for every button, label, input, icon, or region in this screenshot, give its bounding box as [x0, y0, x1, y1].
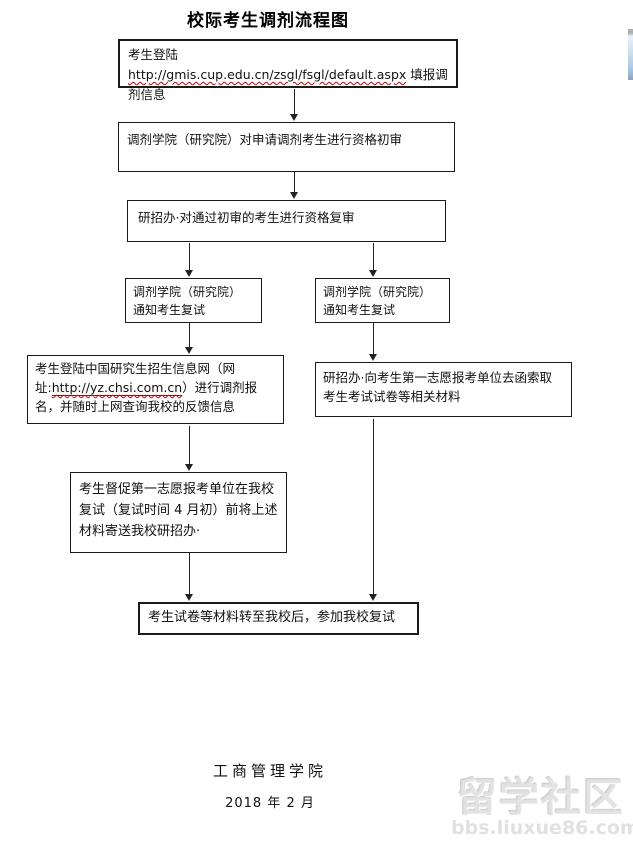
- box-final-text: 考生试卷等材料转至我校后，参加我校复试: [148, 610, 396, 625]
- box-initial-review-text: 调剂学院（研究院）对申请调剂考生进行资格初审: [127, 132, 403, 147]
- arrow-shaft: [373, 243, 374, 272]
- arrow-shaft: [373, 323, 374, 356]
- flow-box-urge: 考生督促第一志愿报考单位在我校复试（复试时间 4 月初）前将上述材料寄送我校研招…: [70, 472, 287, 553]
- flow-box-request-materials: 研招办·向考生第一志愿报考单位去函索取考生考试试卷等相关材料: [315, 362, 572, 417]
- scrollbar-thumb[interactable]: [628, 29, 633, 80]
- arrow-shaft: [294, 172, 295, 194]
- box-second-review-text: 研招办·对通过初审的考生进行资格复审: [138, 210, 355, 225]
- arrow-head-icon: [185, 270, 193, 277]
- arrow-head-icon: [290, 114, 298, 121]
- flow-arrow: [185, 243, 194, 277]
- arrow-shaft: [373, 419, 374, 596]
- box-register-prefix: 考生登陆中国研究生招生信息网（网址:: [35, 361, 236, 395]
- arrow-head-icon: [369, 270, 377, 277]
- notify-left-line1: 调剂学院（研究院）: [133, 285, 242, 299]
- flow-box-login: 考生登陆 http://gmis.cup.edu.cn/zsgl/fsgl/de…: [118, 39, 458, 102]
- footer-date: 2018 年 2 月: [225, 796, 315, 811]
- notify-right-line2: 通知考生复试: [323, 303, 396, 317]
- arrow-head-icon: [185, 594, 193, 601]
- arrow-head-icon: [185, 464, 193, 471]
- box-register-suffix: ）进行调剂报名，并随时上网查询我校的反馈信息: [35, 380, 258, 414]
- arrow-shaft: [189, 323, 190, 349]
- notify-right-line1: 调剂学院（研究院）: [323, 285, 432, 299]
- flow-arrow: [290, 89, 299, 121]
- flow-box-register: 考生登陆中国研究生招生信息网（网址:http://yz.chsi.com.cn）…: [27, 355, 284, 424]
- arrow-shaft: [294, 89, 295, 116]
- flow-box-notify-right: 调剂学院（研究院） 通知考生复试: [315, 278, 450, 323]
- flow-box-final: 考生试卷等材料转至我校后，参加我校复试: [138, 602, 419, 635]
- box-login-prefix: 考生登陆: [128, 47, 179, 62]
- box-urge-text: 考生督促第一志愿报考单位在我校复试（复试时间 4 月初）前将上述材料寄送我校研招…: [79, 482, 278, 539]
- flow-arrow: [185, 426, 194, 471]
- box-request-materials-text: 研招办·向考生第一志愿报考单位去函索取考生考试试卷等相关材料: [323, 370, 552, 404]
- flow-arrow: [290, 172, 299, 199]
- flow-arrow: [369, 323, 378, 361]
- footer-department: 工商管理学院: [212, 762, 327, 780]
- flow-arrow: [185, 323, 194, 354]
- page-title: 校际考生调剂流程图: [187, 11, 349, 31]
- flow-box-notify-left: 调剂学院（研究院） 通知考生复试: [125, 278, 262, 323]
- flow-box-second-review: 研招办·对通过初审的考生进行资格复审: [127, 200, 446, 242]
- arrow-head-icon: [185, 347, 193, 354]
- flow-arrow: [369, 243, 378, 277]
- arrow-head-icon: [290, 192, 298, 199]
- box-login-url[interactable]: http://gmis.cup.edu.cn/zsgl/fsgl/default…: [128, 67, 407, 82]
- notify-left-line2: 通知考生复试: [133, 303, 206, 317]
- box-register-url[interactable]: http://yz.chsi.com.cn: [51, 380, 183, 395]
- arrow-head-icon: [369, 354, 377, 361]
- flow-arrow: [185, 553, 194, 601]
- flow-box-initial-review: 调剂学院（研究院）对申请调剂考生进行资格初审: [118, 122, 455, 172]
- arrow-head-icon: [369, 594, 377, 601]
- arrow-shaft: [189, 243, 190, 272]
- watermark-site: bbs.liuxue86.com: [451, 817, 633, 839]
- flow-arrow: [369, 419, 378, 601]
- arrow-shaft: [189, 426, 190, 466]
- arrow-shaft: [189, 553, 190, 596]
- box-login-suffix: 填报调剂信息: [128, 67, 448, 102]
